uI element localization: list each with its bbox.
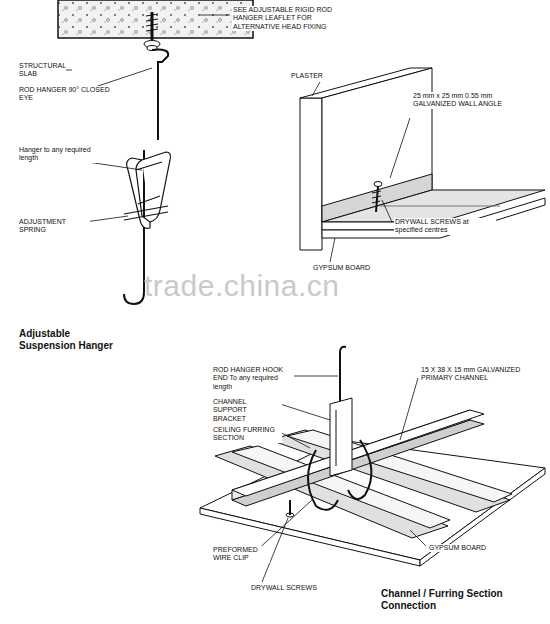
- wall-angle-detail: [300, 68, 545, 250]
- channel-furring-detail: [200, 410, 545, 566]
- dimension-label: 15 X 38 X 15 mm GALVANIZED PRIMARY CHANN…: [420, 366, 534, 383]
- part-label: DRYWALL SCREWS: [250, 584, 342, 592]
- part-label: CHANNEL SUPPORT BRACKET: [212, 398, 282, 423]
- part-label: DRYWALL SCREWS at specified centres: [394, 218, 496, 235]
- watermark: trade.china.cn: [143, 268, 405, 303]
- part-label: PREFORMED WIRE CLIP: [212, 546, 270, 563]
- fixing-screw: [144, 12, 160, 51]
- adjustment-spring: [124, 152, 171, 228]
- channel-hanger: [330, 347, 352, 476]
- part-label: CEILING FURRING SECTION: [212, 426, 282, 443]
- dimension-label: 25 mm x 25 mm 0.55 mm GALVANIZED WALL AN…: [412, 92, 524, 109]
- figure-caption: Channel / Furring Section Connection: [380, 588, 532, 612]
- part-label: PLASTER: [290, 72, 352, 80]
- part-label: Hanger to any required length: [18, 146, 108, 163]
- part-label: ROD HANGER 90° CLOSED EYE: [18, 86, 120, 103]
- structural-slab: [58, 0, 253, 38]
- drywall-screw: [286, 500, 294, 517]
- part-label: GYPSUM BOARD: [428, 544, 510, 552]
- part-label: STRUCTURAL SLAB: [18, 62, 66, 79]
- part-label: ROD HANGER HOOK END To any required leng…: [212, 366, 294, 391]
- figure-caption: Adjustable Suspension Hanger: [18, 328, 130, 352]
- part-label: ADJUSTMENT SPRING: [18, 218, 90, 235]
- wire-clips: [308, 440, 371, 510]
- note-text: SEE ADJUSTABLE RIGID ROD HANGER LEAFLET …: [232, 6, 358, 31]
